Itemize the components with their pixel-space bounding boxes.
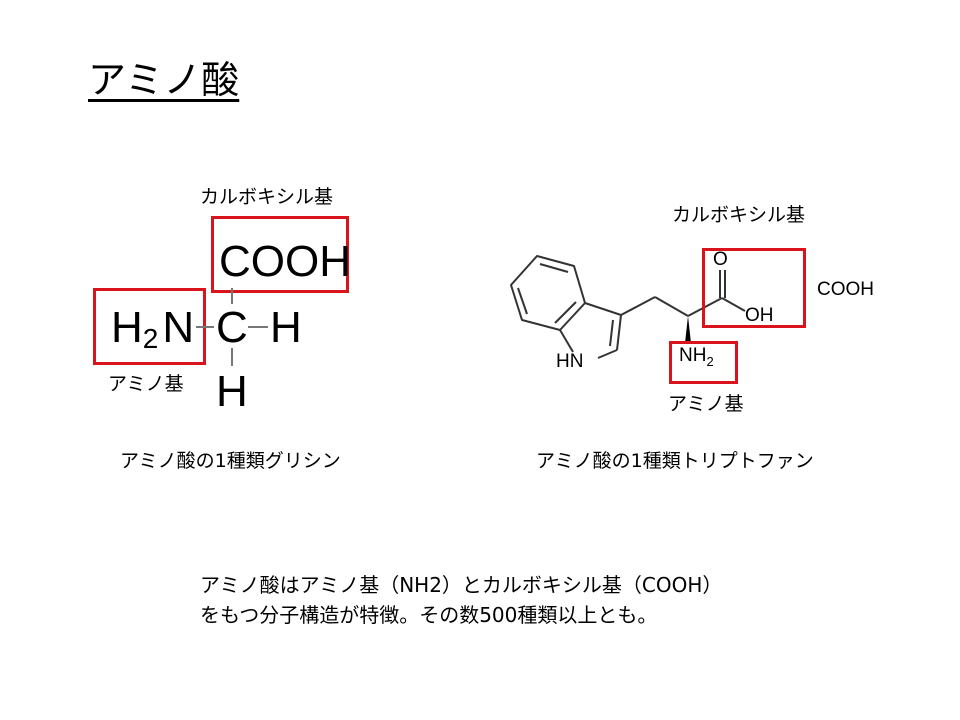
glycine-caption: アミノ酸の1種類グリシン (120, 450, 341, 472)
glycine-h-right: H (270, 303, 302, 352)
slide-title: アミノ酸 (88, 58, 240, 102)
glycine-carboxyl-highlight-box (211, 216, 349, 293)
tryptophan-carboxyl-highlight-box (702, 248, 806, 328)
amino-subscript: 2 (142, 323, 159, 354)
atom-hn: HN (556, 351, 584, 372)
glycine-cooh-group: COOH (219, 237, 351, 286)
tryptophan-cooh-side-label: COOH (817, 279, 874, 300)
tryptophan-carboxyl-label: カルボキシル基 (672, 204, 806, 226)
bond-c-cooh (231, 288, 233, 304)
atom-nh-subscript: 2 (706, 353, 714, 369)
bond-c-h (248, 326, 268, 328)
amino-n: N (162, 303, 195, 352)
glycine-amino-label: アミノ基 (108, 373, 184, 395)
atom-o: O (713, 249, 728, 270)
atom-nh2: NH2 (679, 345, 714, 369)
atom-nh: NH (679, 345, 707, 366)
glycine-h-bottom: H (216, 367, 248, 416)
bond-c-h-bottom (231, 348, 233, 366)
summary-line-2: をもつ分子構造が特徴。その数500種類以上とも。 (200, 603, 658, 627)
summary-text: アミノ酸はアミノ基（NH2）とカルボキシル基（COOH） をもつ分子構造が特徴。… (200, 570, 722, 630)
tryptophan-amino-highlight-box (669, 341, 738, 384)
tryptophan-amino-label: アミノ基 (668, 393, 744, 415)
amino-h: H (111, 303, 143, 352)
wedge-bond (685, 316, 691, 343)
bond-n-c (196, 326, 214, 328)
glycine-alpha-carbon: C (216, 303, 248, 352)
summary-line-1: アミノ酸はアミノ基（NH2）とカルボキシル基（COOH） (200, 573, 723, 597)
glycine-amino-group: H2N (111, 306, 194, 361)
tryptophan-caption: アミノ酸の1種類トリプトファン (536, 450, 814, 472)
glycine-carboxyl-label: カルボキシル基 (200, 186, 334, 208)
atom-oh: OH (745, 305, 774, 326)
